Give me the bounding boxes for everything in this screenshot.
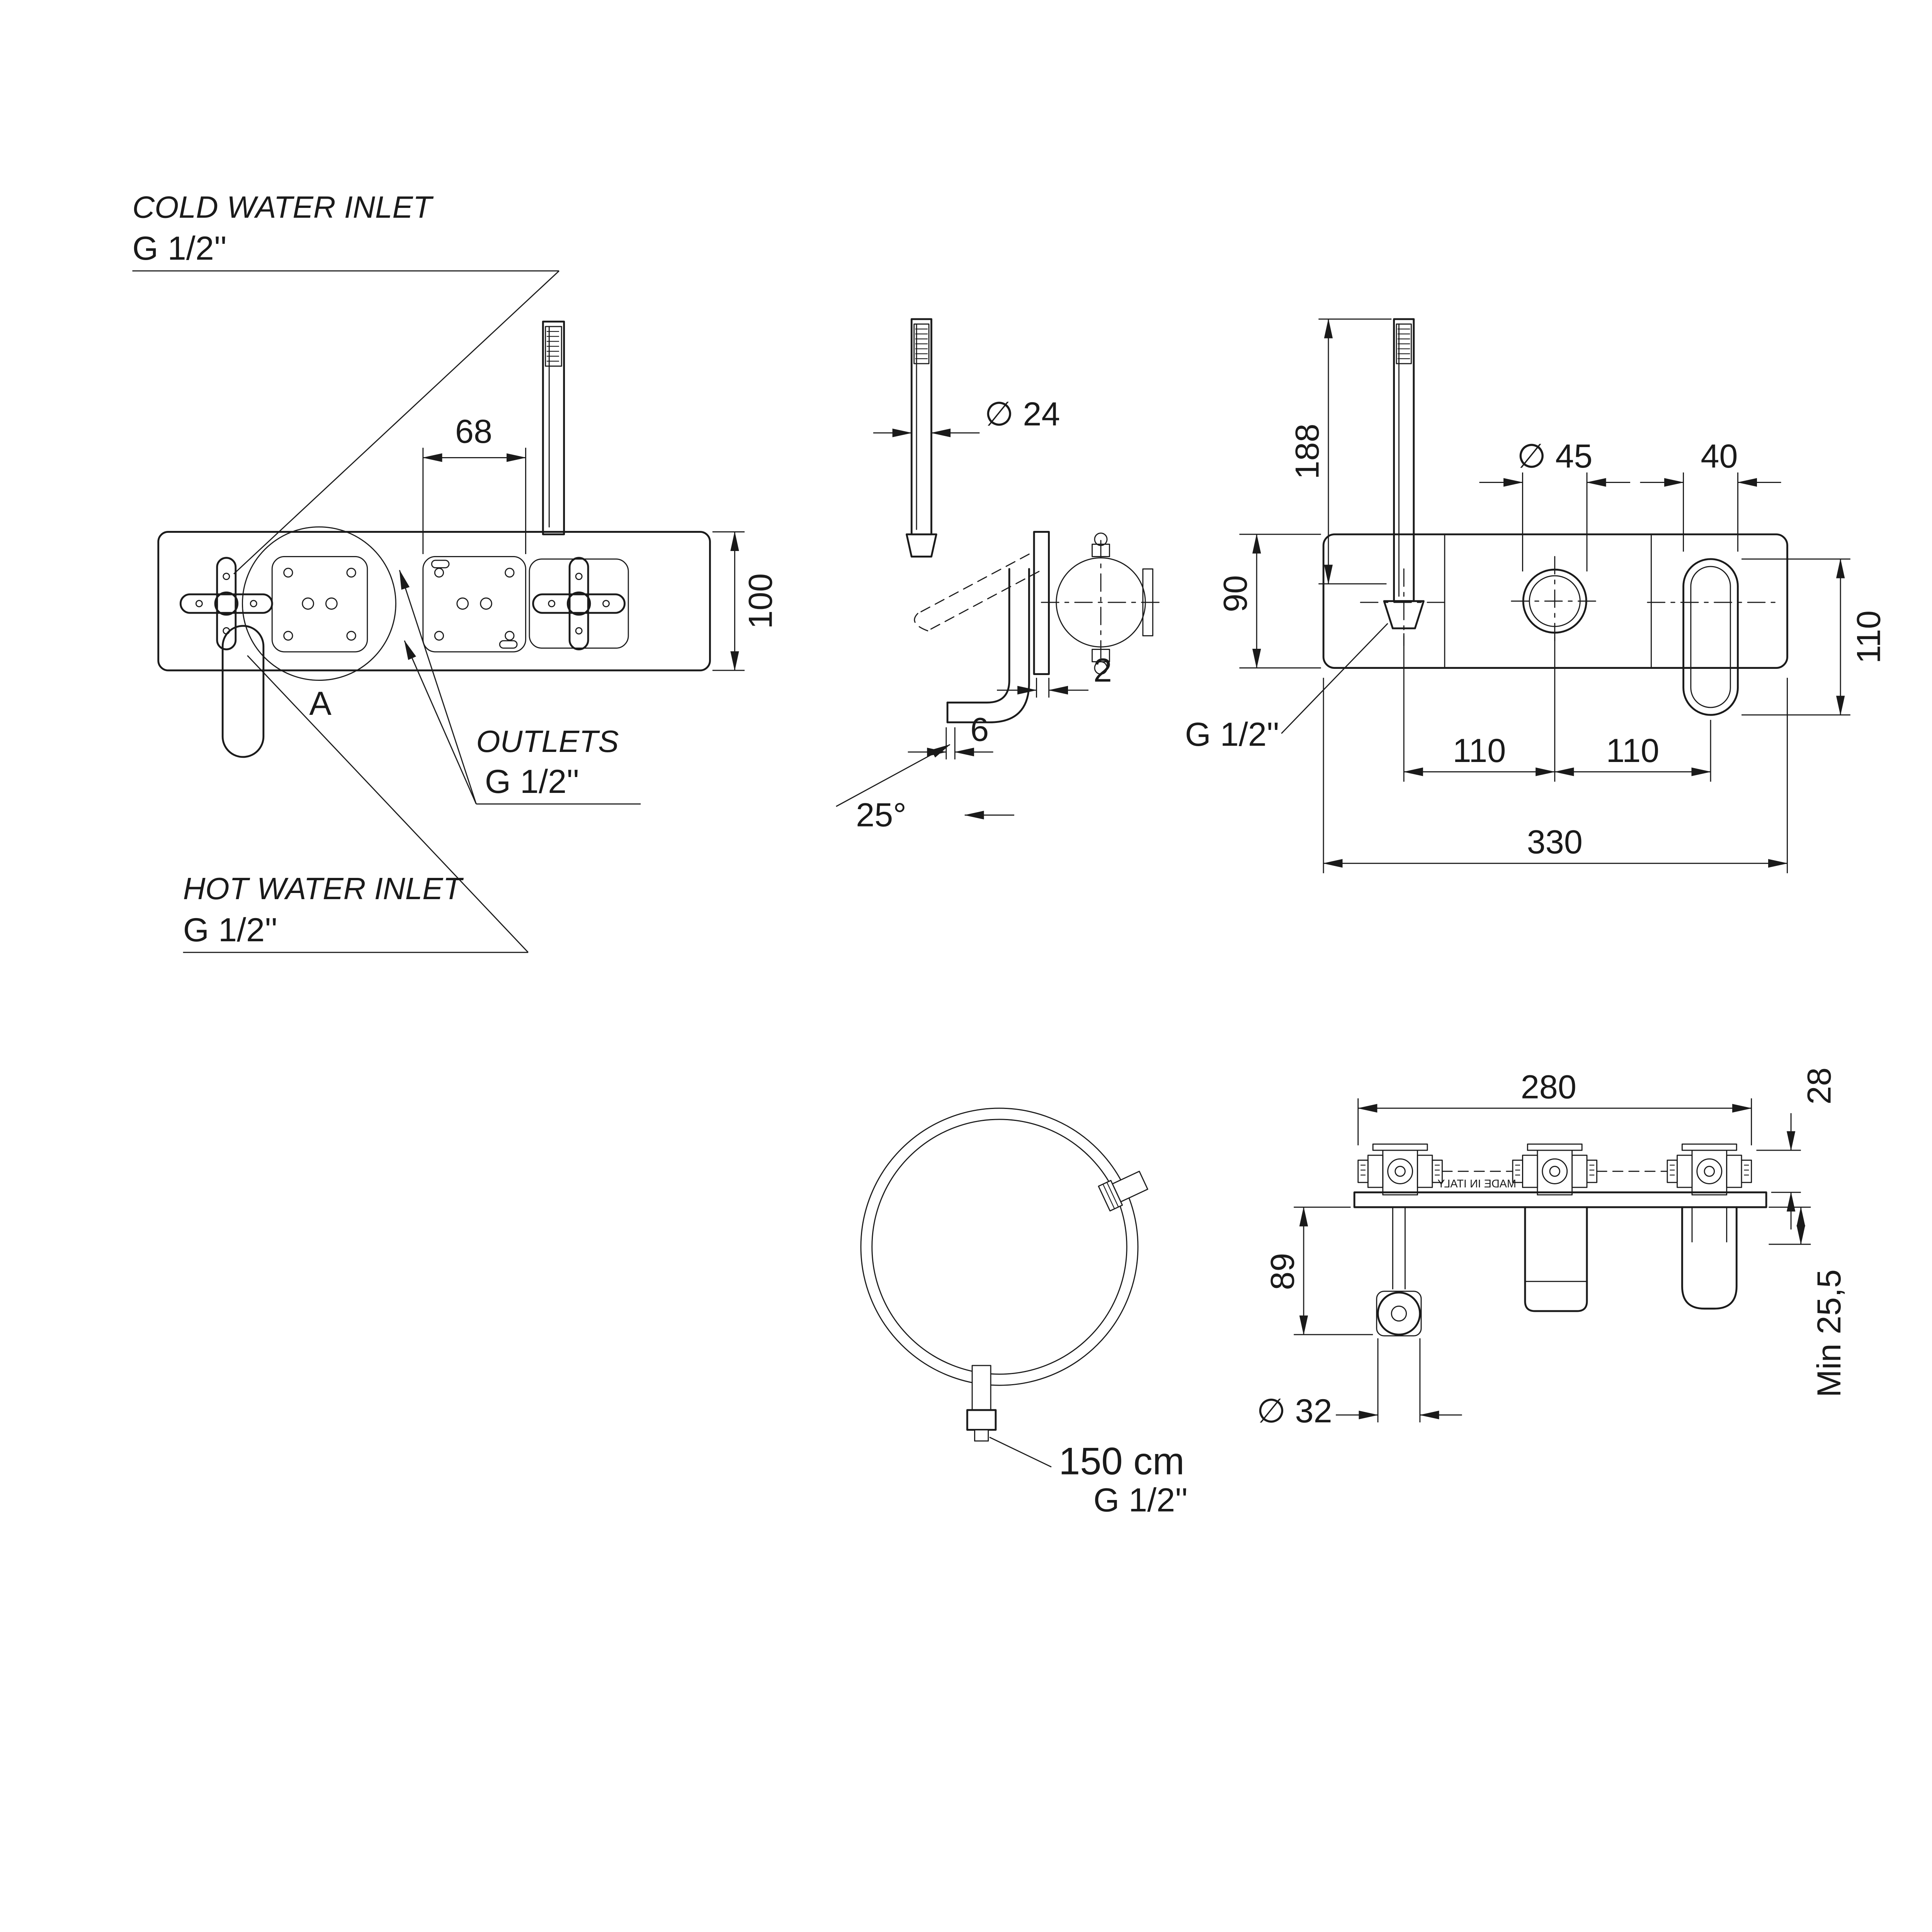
hose-outer-coil	[860, 1107, 1139, 1386]
outlets-callout: OUTLETS G 1/2''	[399, 570, 641, 805]
section-marker-label: A	[309, 685, 332, 722]
side-dim-thickness: 2	[997, 652, 1112, 698]
hot-water-inlet-callout: HOT WATER INLET G 1/2''	[183, 655, 529, 953]
front-dim-handshower-height: 188	[1289, 318, 1392, 585]
rear-dim-spacing-label: 68	[455, 413, 492, 450]
hose-coupling	[1098, 1170, 1148, 1212]
side-dim-offset: 6	[908, 711, 993, 760]
cold-water-inlet-label: COLD WATER INLET	[133, 190, 434, 224]
front-dim-handshower-height-label: 188	[1289, 423, 1326, 479]
top-dim-hose-diameter: ∅ 32	[1257, 1338, 1462, 1430]
front-dim-spacings: 110 110	[1403, 633, 1711, 782]
hose-thread-label: G 1/2''	[1094, 1482, 1188, 1519]
front-dim-lever-length: 110	[1742, 558, 1888, 716]
side-dim-diameter: ∅ 24	[873, 396, 1060, 437]
top-dim-min-depth-label: Min 25,5	[1811, 1269, 1848, 1397]
front-dim-body-height-label: 90	[1217, 575, 1254, 612]
side-dim-thickness-label: 2	[1094, 652, 1112, 689]
front-dim-total-width-label: 330	[1527, 824, 1583, 861]
front-dim-body-height: 90	[1217, 534, 1321, 669]
front-thread-callout: G 1/2''	[1185, 623, 1388, 753]
front-dim-knob-diameter-label: ∅ 45	[1517, 438, 1592, 475]
hose-coil-view: 150 cm G 1/2''	[860, 1107, 1188, 1519]
hose-leader-line	[989, 1437, 1052, 1468]
rear-view-geometry	[157, 320, 711, 758]
top-view: MADE IN ITALY 280	[1257, 1067, 1848, 1430]
front-dim-total-width: 330	[1323, 678, 1788, 873]
front-dim-spacing-left-label: 110	[1453, 732, 1506, 769]
outlets-label: OUTLETS	[476, 724, 619, 759]
top-dim-width-label: 280	[1521, 1069, 1577, 1106]
side-dim-angle-label: 25°	[856, 796, 906, 833]
front-dim-spacing-right-label: 110	[1606, 732, 1659, 769]
hose-inner-coil	[871, 1119, 1128, 1375]
top-dim-depth-offset: 28	[1756, 1067, 1838, 1230]
cold-water-inlet-thread: G 1/2''	[133, 230, 227, 267]
hose-length-label: 150 cm	[1059, 1440, 1184, 1483]
front-dim-knob-diameter: ∅ 45	[1479, 438, 1630, 571]
hose-end-fitting	[966, 1365, 997, 1442]
front-dim-lever-width-label: 40	[1701, 438, 1738, 475]
top-dim-width: 280	[1357, 1069, 1752, 1146]
side-dim-diameter-label: ∅ 24	[985, 396, 1060, 433]
front-dim-lever-width: 40	[1640, 438, 1781, 552]
top-dim-holder-depth-label: 89	[1264, 1253, 1301, 1290]
hot-water-inlet-label: HOT WATER INLET	[183, 871, 464, 906]
side-view-geometry	[905, 318, 1161, 723]
rear-view: 68 100 COLD WATER INLET G 1/2'' HOT WATE…	[132, 190, 779, 953]
front-thread-label: G 1/2''	[1185, 716, 1279, 753]
rear-dim-height: 100	[712, 531, 779, 671]
rear-dim-height-label: 100	[742, 573, 779, 629]
top-dim-hose-diameter-label: ∅ 32	[1257, 1393, 1332, 1430]
top-dim-holder-depth: 89	[1264, 1206, 1373, 1335]
front-dim-lever-length-label: 110	[1850, 611, 1888, 664]
top-dim-depth-offset-label: 28	[1801, 1067, 1838, 1104]
side-view: ∅ 24 2 6 25°	[836, 318, 1161, 833]
front-view: 188 90 ∅ 45 40 110	[1185, 318, 1888, 873]
hot-water-inlet-thread: G 1/2''	[183, 912, 277, 949]
outlets-thread: G 1/2''	[485, 763, 579, 800]
side-dim-offset-label: 6	[970, 711, 989, 748]
front-view-geometry	[1322, 318, 1788, 716]
rear-dim-spacing: 68	[422, 413, 527, 554]
made-in-italy-label: MADE IN ITALY	[1437, 1178, 1516, 1190]
cold-water-inlet-callout: COLD WATER INLET G 1/2''	[132, 190, 560, 575]
top-dim-min-depth: Min 25,5	[1769, 1206, 1848, 1397]
side-dim-angle: 25°	[836, 744, 1014, 833]
top-view-geometry: MADE IN ITALY	[1353, 1143, 1767, 1337]
